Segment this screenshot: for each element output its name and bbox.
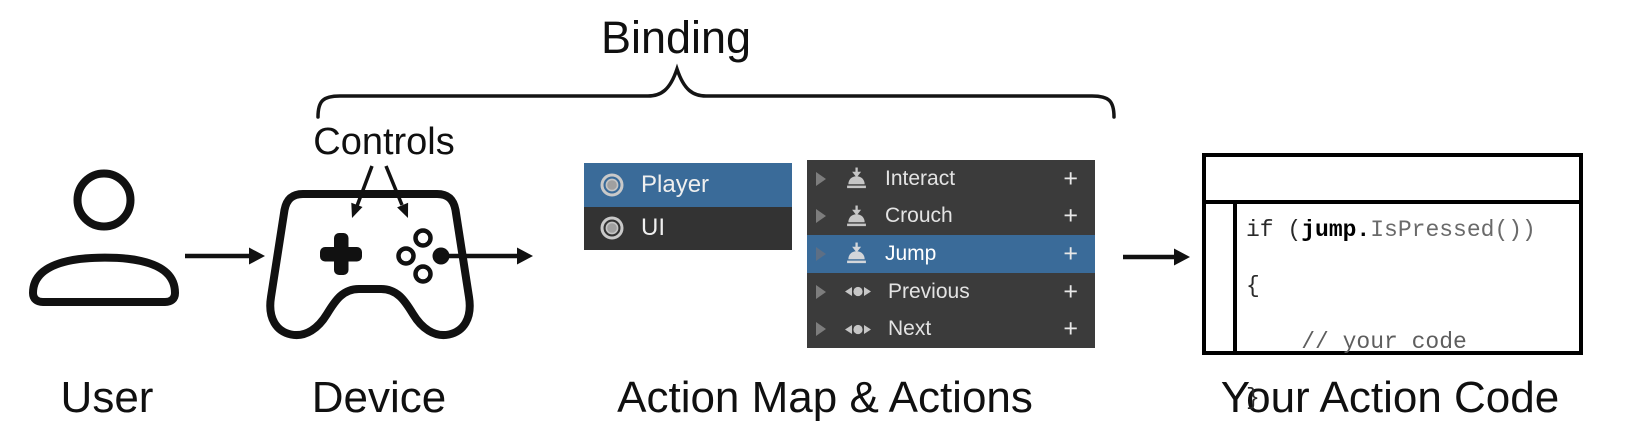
code-snippet: if (jump.IsPressed()) { // your code } (1246, 216, 1536, 412)
your-action-code-label: Your Action Code (1220, 373, 1560, 422)
code-window-body: if (jump.IsPressed()) { // your code } (1206, 204, 1579, 411)
code-token: } (1246, 385, 1260, 411)
binding-brace (316, 63, 1116, 119)
controls-pointer-arrows (351, 165, 409, 218)
code-window: if (jump.IsPressed()) { // your code } (1202, 153, 1583, 411)
gamepad-icon (266, 190, 474, 340)
code-token: IsPressed()) (1370, 217, 1536, 243)
action-row-interact[interactable]: Interact + (807, 160, 1095, 198)
foldout-triangle-icon[interactable] (816, 209, 826, 224)
user-head (73, 169, 135, 231)
controls-label: Controls (313, 121, 455, 163)
arrow-actions-to-code (1123, 248, 1190, 266)
code-comment: // your code (1246, 329, 1467, 355)
action-row-jump[interactable]: Jump + (807, 235, 1095, 273)
add-binding-button[interactable]: + (1063, 277, 1078, 306)
foldout-triangle-icon[interactable] (816, 246, 826, 261)
binding-label: Binding (600, 12, 752, 63)
action-row-next[interactable]: Next + (807, 310, 1095, 348)
code-gutter-line (1233, 204, 1237, 351)
action-map-icon (600, 216, 624, 240)
add-binding-button[interactable]: + (1063, 201, 1078, 230)
add-binding-button[interactable]: + (1063, 314, 1078, 343)
code-window-titlebar (1206, 157, 1579, 204)
dpad-icon (320, 233, 362, 275)
add-binding-button[interactable]: + (1063, 239, 1078, 268)
action-map-panel: Player UI (584, 163, 792, 250)
axis-action-icon (845, 324, 871, 334)
code-token: if ( (1246, 217, 1302, 243)
button-action-icon (847, 205, 866, 227)
arrow-user-to-device (185, 247, 265, 265)
arrow-device-to-actionmap (441, 247, 533, 265)
add-binding-button[interactable]: + (1063, 164, 1078, 193)
user-icon (29, 169, 179, 306)
action-map-row-ui[interactable]: UI (584, 206, 792, 250)
action-label: Next (888, 317, 932, 341)
action-map-icon (600, 173, 624, 197)
action-row-crouch[interactable]: Crouch + (807, 197, 1095, 236)
actions-panel: Interact + Crouch + Jump + Previous + (807, 160, 1095, 348)
action-label: Jump (885, 241, 937, 265)
gamepad-body (266, 190, 474, 340)
user-label: User (60, 373, 154, 422)
user-body (29, 253, 179, 306)
action-row-previous[interactable]: Previous + (807, 272, 1095, 311)
face-buttons-icon (396, 228, 433, 284)
code-token: { (1246, 273, 1260, 299)
action-map-label: Player (641, 170, 710, 198)
foldout-triangle-icon[interactable] (816, 171, 826, 186)
action-label: Crouch (885, 204, 953, 228)
button-action-icon (847, 167, 866, 189)
code-token-jump: jump. (1301, 217, 1371, 243)
device-label: Device (311, 373, 447, 422)
foldout-triangle-icon[interactable] (816, 284, 826, 299)
foldout-triangle-icon[interactable] (816, 322, 826, 337)
button-action-icon (847, 243, 866, 264)
action-map-label: UI (641, 214, 665, 242)
action-map-actions-label: Action Map & Actions (617, 373, 1033, 422)
action-label: Interact (885, 166, 956, 190)
axis-action-icon (845, 286, 871, 297)
action-map-row-player[interactable]: Player (584, 163, 792, 207)
action-label: Previous (888, 279, 970, 303)
